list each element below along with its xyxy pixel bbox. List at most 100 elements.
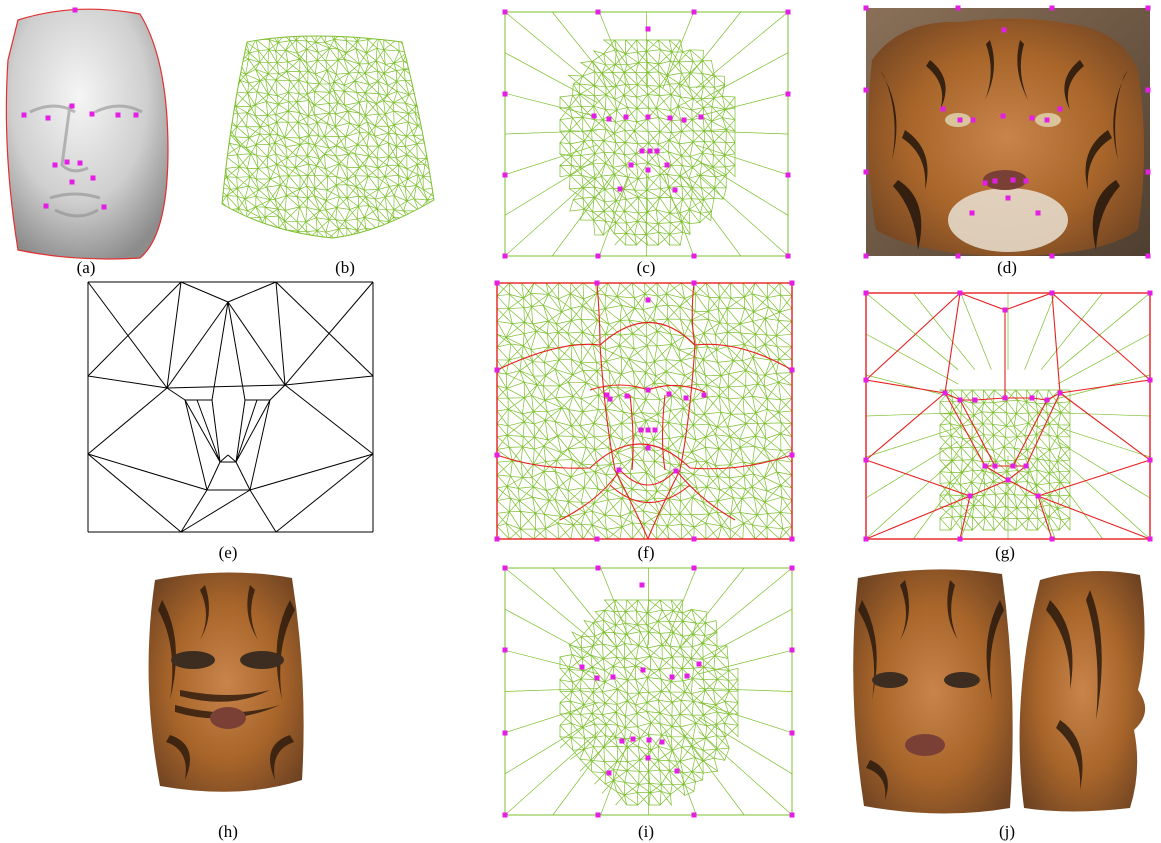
feature-point: [495, 368, 500, 373]
feature-point: [790, 566, 795, 571]
feature-point: [864, 458, 869, 463]
feature-point: [790, 368, 795, 373]
face-mesh-triangles: [218, 30, 436, 240]
constraint-edge: [945, 293, 960, 393]
feature-point: [608, 397, 613, 402]
feature-point: [864, 291, 869, 296]
feature-point: [790, 648, 795, 653]
feature-point: [503, 173, 508, 178]
feature-point: [790, 453, 795, 458]
panel-label-d: (d): [997, 258, 1017, 277]
feature-point: [1003, 396, 1008, 401]
feature-point: [655, 149, 660, 154]
textured-face-left-eye: [171, 651, 215, 669]
feature-point: [646, 756, 651, 761]
constraint-edge: [1038, 496, 1150, 539]
feature-point: [503, 566, 508, 571]
feature-point: [993, 464, 998, 469]
feature-point: [1011, 464, 1016, 469]
feature-point: [134, 113, 139, 118]
feature-point: [1030, 116, 1035, 121]
panel-label-e: (e): [219, 543, 238, 562]
feature-point: [648, 149, 653, 154]
feature-point: [495, 537, 500, 542]
feature-point: [983, 181, 988, 186]
feature-point: [629, 163, 634, 168]
feature-point: [958, 291, 963, 296]
feature-point: [1045, 398, 1050, 403]
feature-point: [620, 739, 625, 744]
feature-point: [639, 428, 644, 433]
feature-point: [684, 396, 689, 401]
face-model-shape: [6, 9, 168, 259]
feature-point: [1006, 196, 1011, 201]
feature-point: [1050, 537, 1055, 542]
feature-point: [674, 469, 679, 474]
feature-point: [1045, 118, 1050, 123]
feature-point: [640, 149, 645, 154]
tiger-nose: [983, 170, 1027, 190]
feature-point: [682, 118, 687, 123]
feature-point: [596, 254, 601, 259]
panel-d-tiger-photo: (d): [864, 6, 1151, 278]
panel-j-textured-views: (j): [853, 569, 1145, 841]
mesh-lines: [560, 40, 735, 245]
feature-point: [864, 88, 869, 93]
feature-point: [1146, 88, 1151, 93]
feature-point: [1146, 6, 1151, 11]
mesh-lines: [218, 30, 436, 240]
feature-point: [70, 104, 75, 109]
feature-point: [495, 281, 500, 286]
feature-point: [1146, 170, 1151, 175]
feature-point: [790, 813, 795, 818]
feature-point: [971, 118, 976, 123]
feature-point: [503, 813, 508, 818]
mesh-g-triangles: [866, 293, 1150, 539]
feature-point: [958, 398, 963, 403]
constraint-edge: [1052, 293, 1150, 380]
feature-point: [646, 27, 651, 32]
wireframe-lines: [88, 282, 373, 532]
feature-point: [673, 188, 678, 193]
feature-point: [503, 648, 508, 653]
feature-point: [1148, 378, 1153, 383]
feature-point: [73, 8, 78, 13]
panel-label-a: (a): [77, 258, 96, 277]
feature-point: [595, 537, 600, 542]
feature-point: [646, 388, 651, 393]
feature-point: [786, 10, 791, 15]
feature-point: [102, 205, 107, 210]
feature-point: [78, 161, 83, 166]
panel-label-b: (b): [335, 258, 355, 277]
feature-point: [1146, 254, 1151, 259]
feature-point: [670, 675, 675, 680]
feature-point: [618, 187, 623, 192]
mesh-lines: [560, 600, 738, 805]
front-view-nose: [905, 734, 945, 756]
front-view-left-eye: [872, 672, 908, 688]
feature-point: [1036, 211, 1041, 216]
mesh-lines: [497, 283, 792, 539]
panel-i-deformed-mesh: (i): [503, 566, 795, 842]
feature-point: [1058, 391, 1063, 396]
feature-point: [692, 254, 697, 259]
feature-point: [611, 675, 616, 680]
feature-point: [1024, 179, 1029, 184]
mesh-i-triangles: [505, 568, 792, 815]
panel-e-wireframe: (e): [88, 282, 373, 562]
panel-f-constrained-mesh: (f): [495, 281, 795, 563]
feature-point: [495, 453, 500, 458]
feature-point: [53, 163, 58, 168]
feature-point: [646, 298, 651, 303]
feature-point: [646, 428, 651, 433]
feature-point: [1148, 458, 1153, 463]
feature-point: [864, 378, 869, 383]
feature-point: [624, 115, 629, 120]
feature-point: [1024, 464, 1029, 469]
feature-point: [503, 92, 508, 97]
constraint-edge: [866, 460, 970, 496]
feature-point: [625, 394, 630, 399]
feature-point: [46, 116, 51, 121]
feature-point: [1003, 308, 1008, 313]
